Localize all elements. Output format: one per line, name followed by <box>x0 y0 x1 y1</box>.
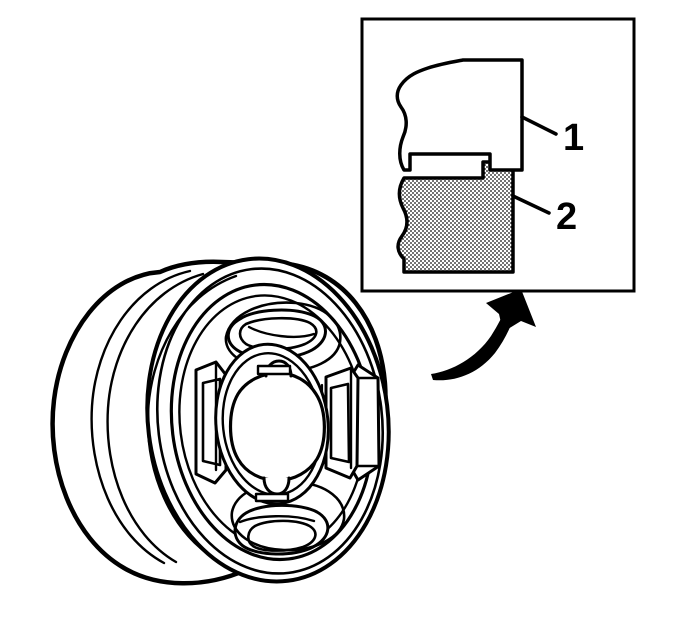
hub-rib-top <box>256 364 292 376</box>
brake-drum-assembly <box>50 256 391 586</box>
hub-window-right <box>320 363 381 482</box>
cross-section-detail-box <box>360 17 636 293</box>
drum-front-rim-inner <box>155 267 385 575</box>
drum-barrel-line-2 <box>106 272 205 564</box>
arrow-head <box>486 289 536 332</box>
hub-window-top <box>226 308 327 360</box>
detail-callout-arrow <box>431 289 536 381</box>
callout-1-leader <box>520 115 558 136</box>
hub-rib-bottom <box>254 492 290 503</box>
callout-1-label: 1 <box>563 117 584 159</box>
upper-component <box>395 58 524 172</box>
callout-1: 1 <box>520 115 584 159</box>
callout-2-label: 2 <box>556 196 577 238</box>
hub-bore-tab-bottom <box>262 476 291 496</box>
callout-2: 2 <box>511 194 577 238</box>
lower-component-stippled <box>396 160 515 274</box>
hub-center-bore <box>228 371 326 482</box>
hub-window-bottom <box>233 503 330 556</box>
callout-2-leader <box>511 194 551 215</box>
drum-barrel-line-1 <box>90 269 192 565</box>
